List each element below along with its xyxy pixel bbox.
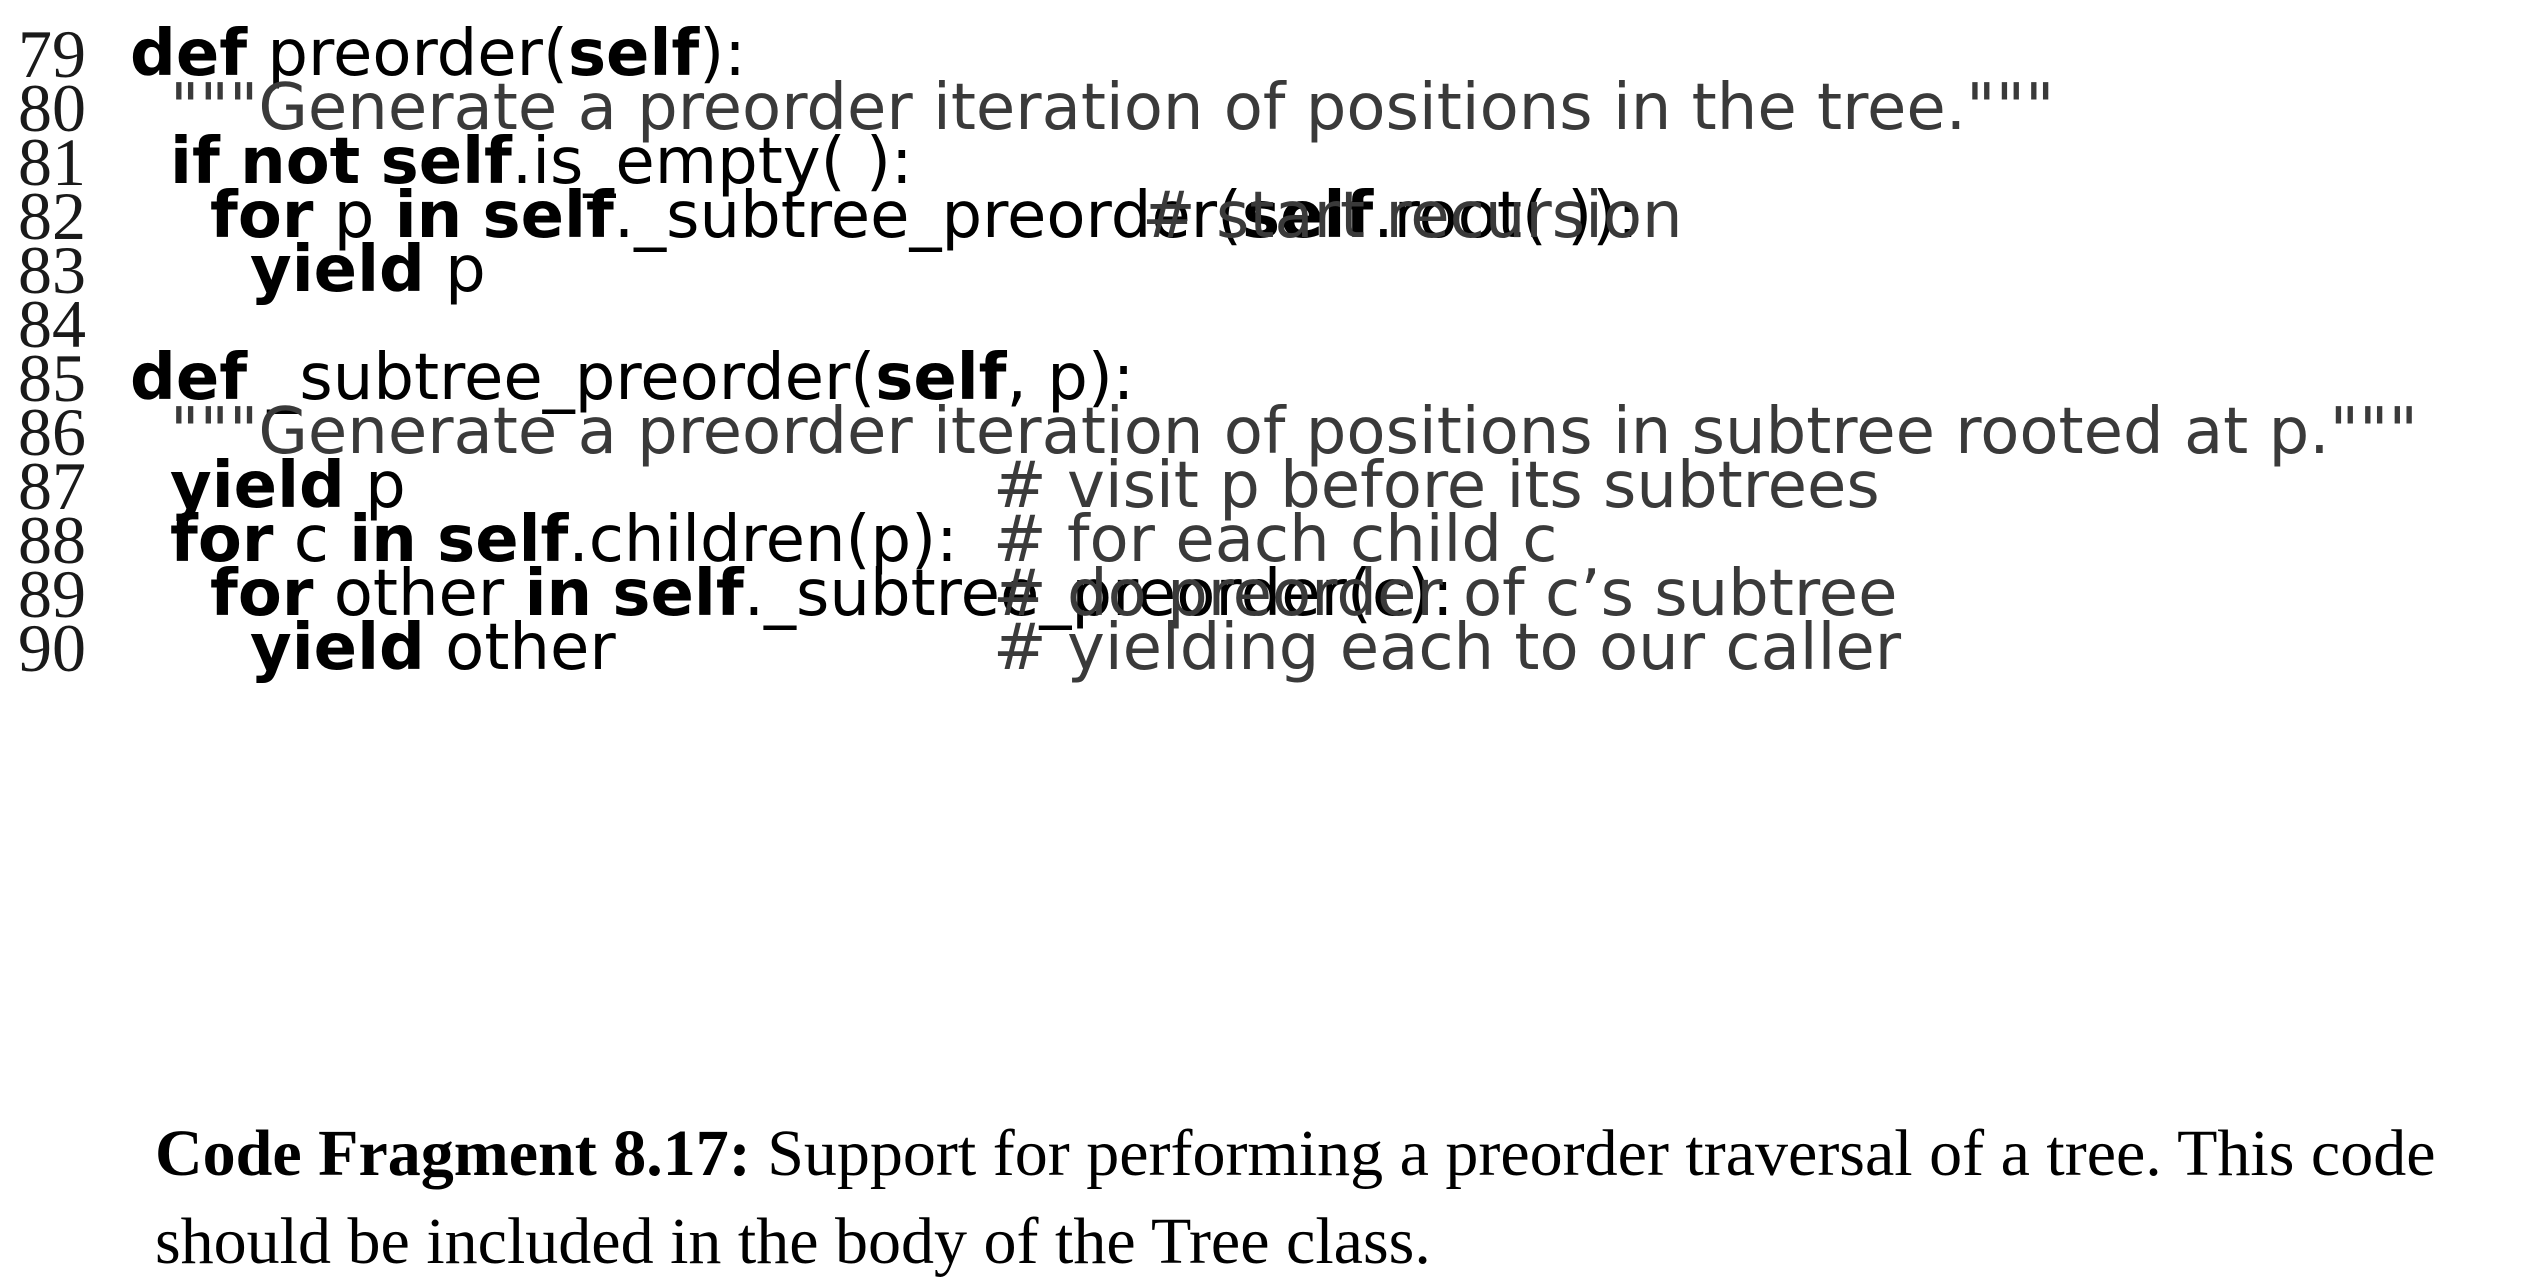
keyword: self xyxy=(567,17,700,91)
code-text: for p in self._subtree_preorder(self.roo… xyxy=(210,172,1639,260)
keyword: if xyxy=(170,125,220,199)
code-line: 86 """Generate a preorder iteration of p… xyxy=(0,388,2542,476)
code-token: ): xyxy=(699,17,746,91)
keyword: not xyxy=(240,125,361,199)
line-number: 83 xyxy=(18,232,86,308)
keyword: in xyxy=(524,557,593,631)
line-number: 85 xyxy=(18,340,86,416)
line-number: 82 xyxy=(18,178,86,254)
code-token: other xyxy=(313,557,525,631)
code-comment: # visit p before its subtrees xyxy=(993,449,1880,523)
code-line: 83 yield p xyxy=(0,226,2542,314)
code-token: .children(p): xyxy=(568,503,958,577)
code-token: ._subtree_preorder( xyxy=(613,179,1242,253)
code-line: 87 yield p # visit p before its subtrees xyxy=(0,442,2542,530)
keyword: for xyxy=(210,557,314,631)
line-number: 90 xyxy=(18,610,86,686)
code-line: 81 if not self.is_empty( ): xyxy=(0,118,2542,206)
keyword: in xyxy=(394,179,463,253)
line-number: 88 xyxy=(18,502,86,578)
code-text: def preorder(self): xyxy=(130,10,746,98)
keyword: self xyxy=(437,503,569,577)
keyword: for xyxy=(210,179,314,253)
figure-caption: Code Fragment 8.17: Support for performi… xyxy=(155,1110,2535,1286)
code-line: 88 for c in self.children(p): # for each… xyxy=(0,496,2542,584)
code-text: if not self.is_empty( ): xyxy=(170,118,913,206)
keyword: self xyxy=(482,179,614,253)
code-token: preorder( xyxy=(247,17,568,91)
keyword: yield xyxy=(250,611,425,685)
code-token: other xyxy=(424,611,616,685)
code-line: 90 yield other # yielding each to our ca… xyxy=(0,604,2542,692)
code-token: _subtree_preorder( xyxy=(247,341,876,415)
code-text: """Generate a preorder iteration of posi… xyxy=(170,64,2054,152)
keyword: for xyxy=(170,503,274,577)
keyword: self xyxy=(875,341,1007,415)
line-number: 81 xyxy=(18,124,86,200)
line-number: 87 xyxy=(18,448,86,524)
keyword: self xyxy=(380,125,512,199)
code-token: .is_empty( ): xyxy=(511,125,913,199)
docstring: """Generate a preorder iteration of posi… xyxy=(170,71,2055,145)
code-comment: # start recursion xyxy=(1142,179,1683,253)
code-text: def _subtree_preorder(self, p): xyxy=(130,334,1134,422)
code-text: yield p xyxy=(170,442,406,530)
code-text: yield other xyxy=(250,604,616,692)
code-token: .root( )): xyxy=(1373,179,1639,253)
code-token: ._subtree_preorder(c): xyxy=(743,557,1454,631)
keyword: def xyxy=(130,17,248,91)
line-number: 84 xyxy=(18,286,86,362)
code-text: for other in self._subtree_preorder(c): xyxy=(210,550,1454,638)
docstring: """Generate a preorder iteration of posi… xyxy=(170,395,2418,469)
caption-text: Support for performing a preorder traver… xyxy=(155,1117,2436,1278)
code-line: 82 for p in self._subtree_preorder(self.… xyxy=(0,172,2542,260)
code-text: """Generate a preorder iteration of posi… xyxy=(170,388,2418,476)
caption-label: Code Fragment 8.17: xyxy=(155,1117,751,1190)
keyword: def xyxy=(130,341,248,415)
code-comment: # for each child c xyxy=(993,503,1558,577)
code-comment: # yielding each to our caller xyxy=(993,611,1902,685)
code-line: 80 """Generate a preorder iteration of p… xyxy=(0,64,2542,152)
line-number: 79 xyxy=(18,16,86,92)
keyword: yield xyxy=(170,449,345,523)
code-line: 79 def preorder(self): xyxy=(0,10,2542,98)
keyword: self xyxy=(612,557,744,631)
code-line: 84 xyxy=(0,280,2542,368)
line-number: 80 xyxy=(18,70,86,146)
code-comment: # do preorder of c’s subtree xyxy=(993,557,1898,631)
keyword: yield xyxy=(250,233,425,307)
code-line: 85 def _subtree_preorder(self, p): xyxy=(0,334,2542,422)
keyword: self xyxy=(1241,179,1374,253)
keyword: in xyxy=(349,503,417,577)
code-text: for c in self.children(p): xyxy=(170,496,958,584)
code-token: p xyxy=(344,449,406,523)
code-token: p xyxy=(424,233,486,307)
line-number: 89 xyxy=(18,556,86,632)
code-line: 89 for other in self._subtree_preorder(c… xyxy=(0,550,2542,638)
line-number: 86 xyxy=(18,394,86,470)
code-text: yield p xyxy=(250,226,486,314)
code-token: p xyxy=(313,179,395,253)
code-token: , p): xyxy=(1006,341,1135,415)
code-token: c xyxy=(273,503,350,577)
